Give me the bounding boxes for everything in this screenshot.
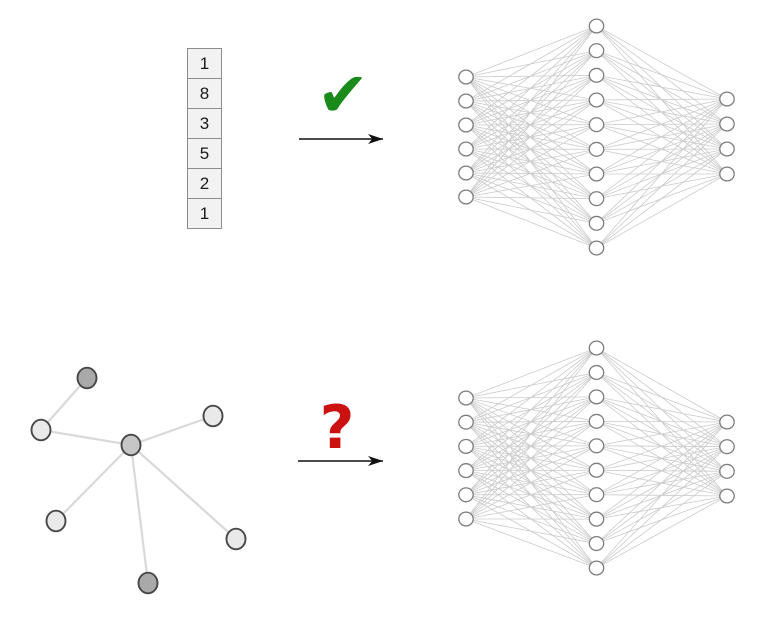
graph-node-dark <box>76 366 98 390</box>
vector-cell: 5 <box>187 138 222 169</box>
bottom-neural-network <box>458 340 735 576</box>
check-mark-icon: ✔ <box>317 58 369 131</box>
vector-cell: 2 <box>187 168 222 199</box>
graph-node-light <box>30 418 52 442</box>
graph-node-light <box>45 509 67 533</box>
input-graph <box>30 366 247 595</box>
mapping-arrows <box>298 134 383 466</box>
vector-cell: 3 <box>187 108 222 139</box>
question-mark-icon: ? <box>319 393 355 463</box>
vector-cell: 1 <box>187 198 222 229</box>
graph-node-medium <box>120 433 142 457</box>
top-neural-network <box>458 18 735 256</box>
vector-cell: 8 <box>187 78 222 109</box>
graph-node-light <box>225 527 247 551</box>
vector-cell: 1 <box>187 48 222 79</box>
graph-node-dark <box>137 571 159 595</box>
graph-node-light <box>202 404 224 428</box>
number-vector: 1 8 3 5 2 1 <box>187 48 222 229</box>
